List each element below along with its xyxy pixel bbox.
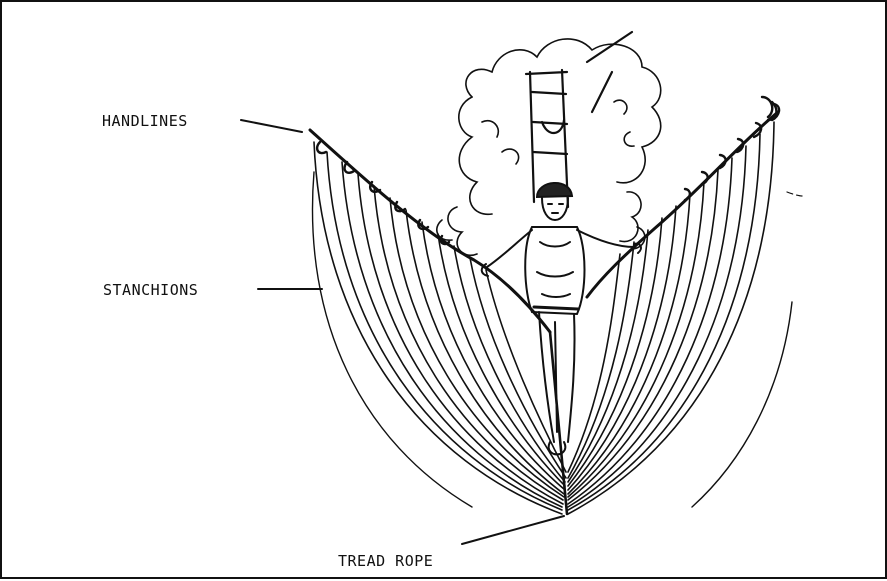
tread-rope-label: TREAD ROPE <box>338 552 433 570</box>
stanchions-label: STANCHIONS <box>103 281 198 299</box>
right-stanchions <box>568 122 774 514</box>
tread-rope-leader-line <box>462 516 564 544</box>
handline-knots <box>317 97 779 244</box>
soldier-figure <box>482 183 641 454</box>
leader-lines <box>241 120 564 544</box>
left-stanchions <box>314 142 566 514</box>
handlines-leader-line <box>241 120 302 132</box>
far-bridge-end <box>526 32 632 207</box>
tread-rope <box>550 332 567 514</box>
background-trees <box>437 39 661 255</box>
right-handline <box>587 112 778 297</box>
handlines-label: HANDLINES <box>102 112 188 130</box>
